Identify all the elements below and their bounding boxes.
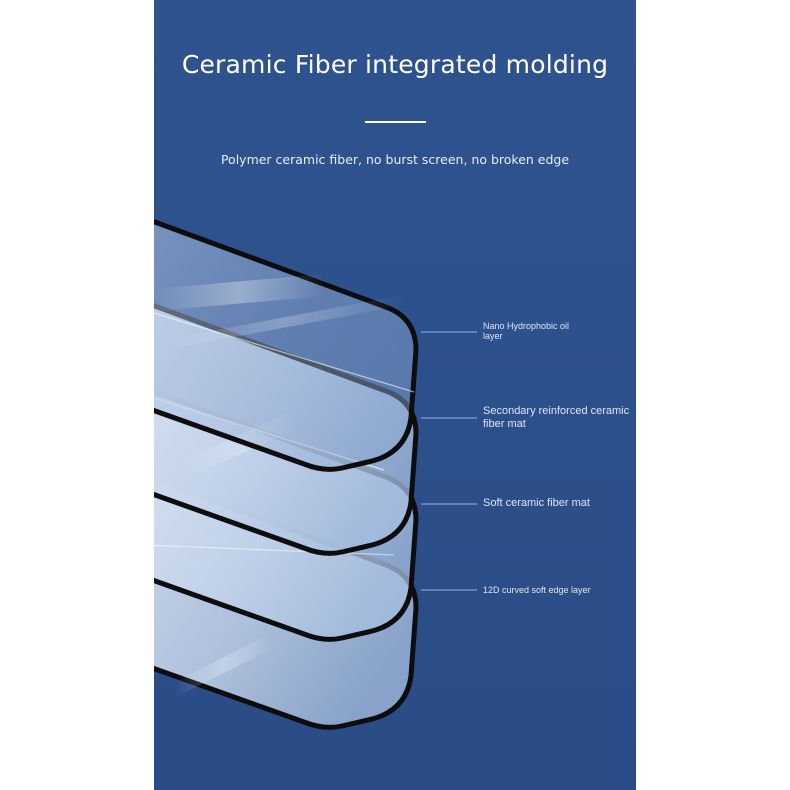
- layer-2-label-line1: Secondary reinforced ceramic: [483, 405, 630, 417]
- screen-protector-layers-illustration: [154, 219, 477, 730]
- layer-1-plate: [154, 219, 419, 472]
- layer-1-label: Nano Hydrophobic oil layer: [483, 321, 569, 342]
- poster-title: Ceramic Fiber integrated molding: [181, 50, 609, 79]
- layer-4-label-line1: 12D curved soft edge layer: [483, 585, 591, 595]
- poster-subtitle: Polymer ceramic fiber, no burst screen, …: [220, 152, 570, 167]
- title-divider: [365, 121, 426, 123]
- layer-3-label: Soft ceramic fiber mat: [483, 497, 590, 510]
- layer-1-label-line2: layer: [483, 331, 503, 342]
- layer-3-label-line1: Soft ceramic fiber mat: [483, 497, 590, 509]
- layer-4-label: 12D curved soft edge layer: [483, 585, 591, 595]
- layer-2-label: Secondary reinforced ceramic fiber mat: [483, 405, 629, 430]
- layer-1-label-line1: Nano Hydrophobic oil: [483, 321, 570, 331]
- layer-2-label-line2: fiber mat: [483, 417, 526, 430]
- product-poster: Ceramic Fiber integrated molding Polymer…: [154, 0, 636, 790]
